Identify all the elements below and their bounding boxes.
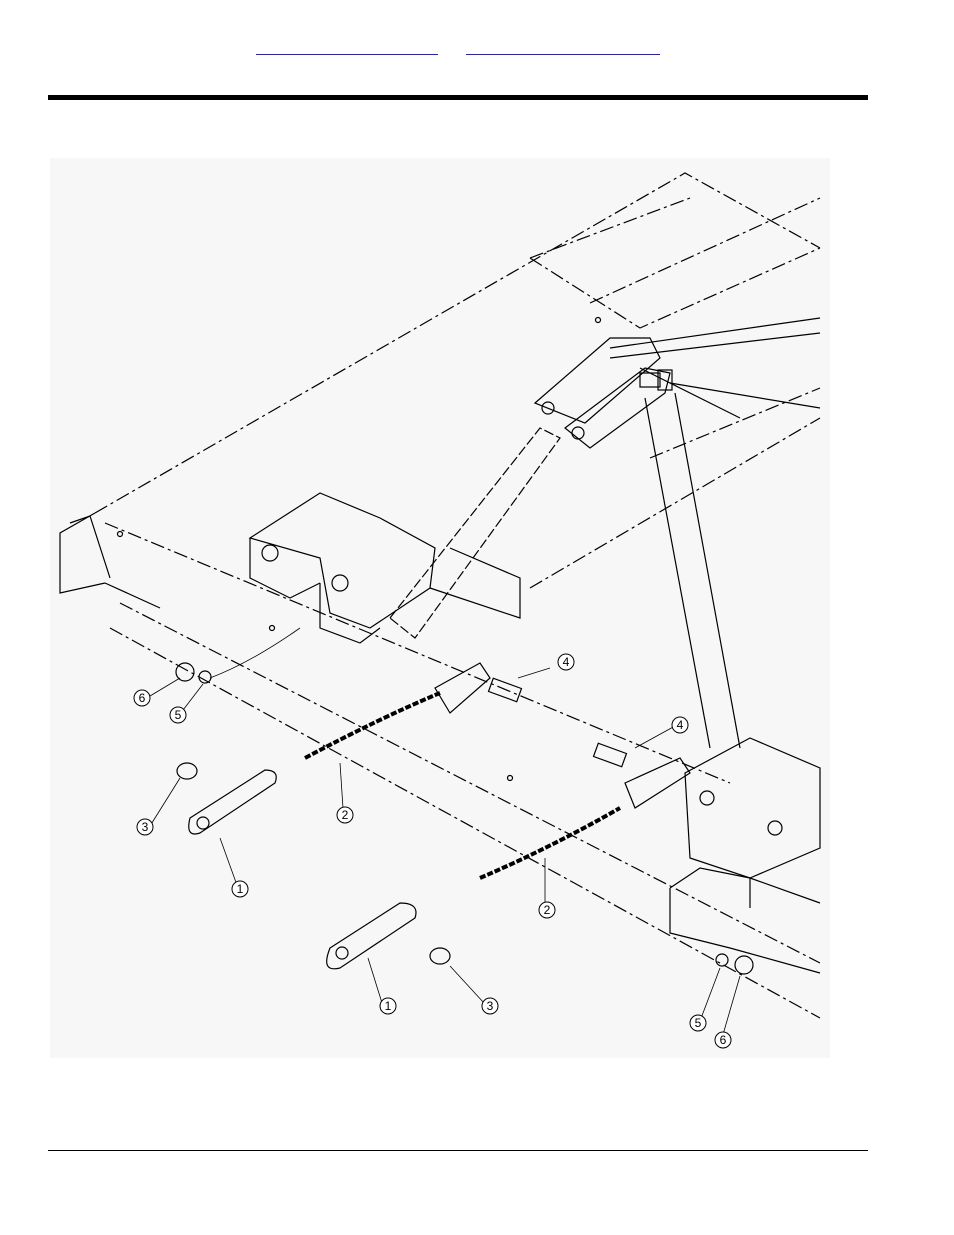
callout-label-6-left: 6: [139, 691, 146, 705]
callout-label-5-left: 5: [175, 708, 182, 722]
callout-label-4-right: 4: [677, 718, 684, 732]
diagram-background: [50, 158, 830, 1058]
callout-label-2-right: 2: [544, 903, 551, 917]
footer-rule: [48, 1150, 868, 1151]
callout-label-3-lower: 3: [487, 999, 494, 1013]
header-link-2[interactable]: [466, 42, 660, 55]
parts-diagram: 6 5 4 2 3 1 4 2 1 3 5 6: [50, 158, 830, 1058]
callout-label-3-left: 3: [142, 820, 149, 834]
callout-label-1-left: 1: [237, 882, 244, 896]
header-rule: [48, 95, 868, 100]
callout-label-4-upper: 4: [563, 655, 570, 669]
callout-label-6-right: 6: [720, 1033, 727, 1047]
callout-label-5-right: 5: [695, 1016, 702, 1030]
callout-label-1-lower: 1: [385, 999, 392, 1013]
header-link-1[interactable]: [256, 42, 438, 55]
callout-label-2-upper: 2: [342, 808, 349, 822]
